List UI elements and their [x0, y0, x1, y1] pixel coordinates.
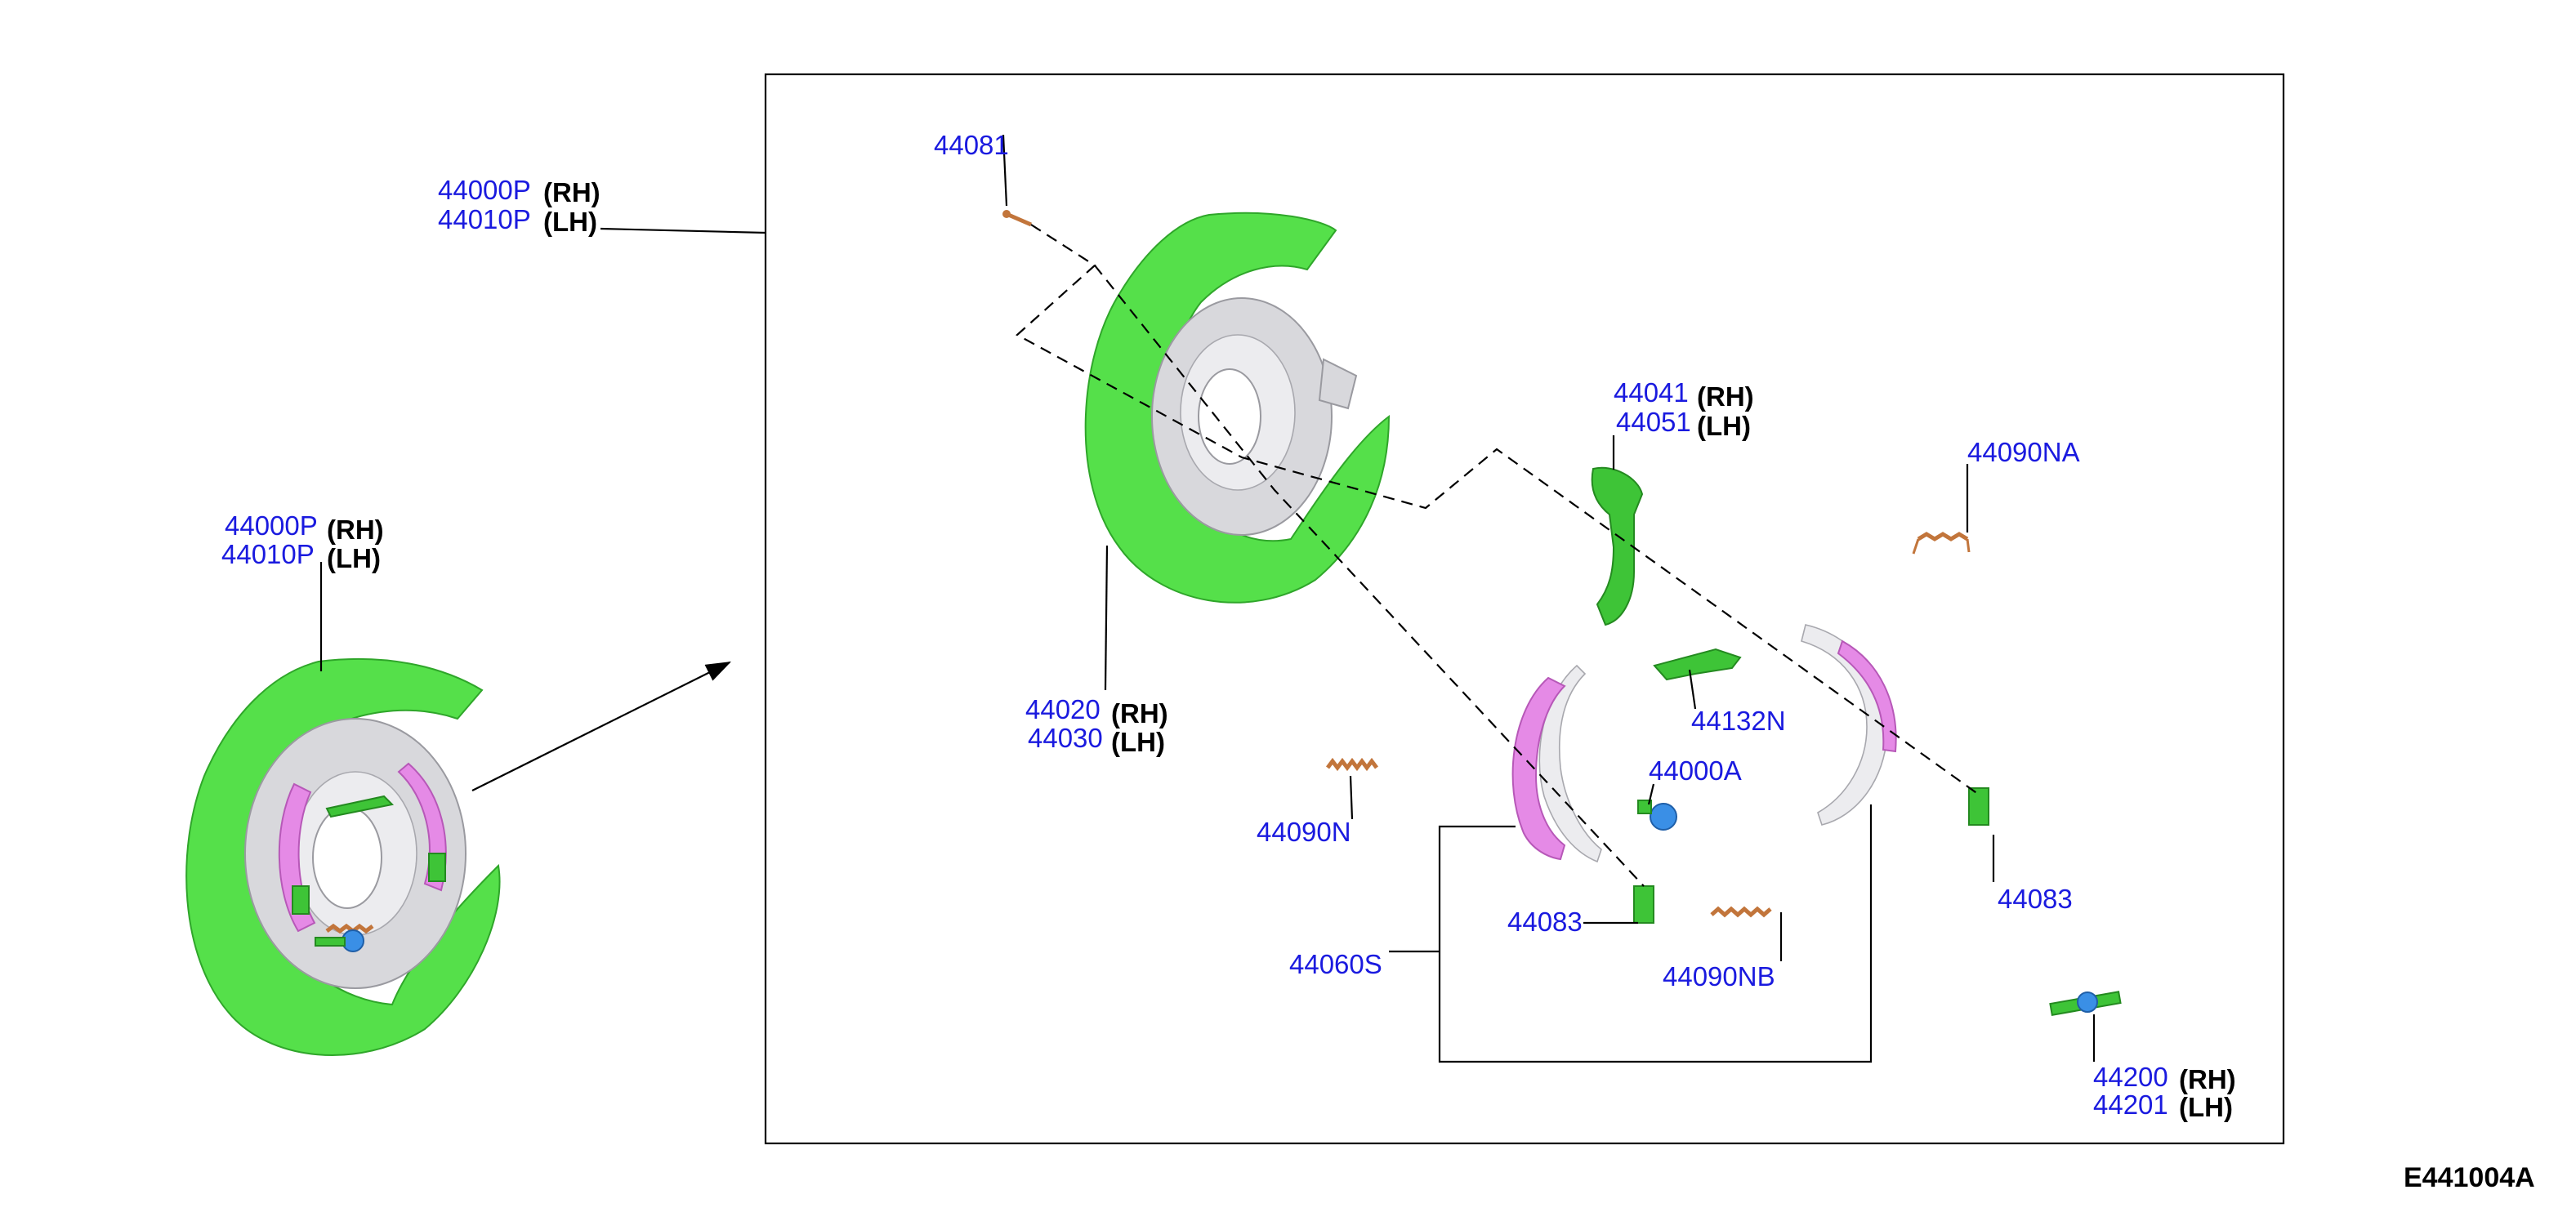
- tag-lever-rh: (RH): [1697, 381, 1754, 412]
- overview-tag-rh: (RH): [327, 515, 384, 545]
- label-clip-left: 44083: [1507, 907, 1583, 937]
- label-adjuster-rh: 44200: [2093, 1062, 2168, 1092]
- label-shield-rh: 44020: [1025, 694, 1100, 724]
- pin-illustration: [1002, 210, 1032, 227]
- label-strut: 44132N: [1691, 706, 1786, 736]
- label-shoe-set: 44060S: [1289, 949, 1382, 979]
- label-adjuster-nut: 44000A: [1649, 755, 1742, 786]
- label-clip-right: 44083: [1998, 884, 2073, 914]
- tag-adjuster-lh: (LH): [2179, 1092, 2233, 1122]
- clip-right-illustration: [1968, 787, 1989, 826]
- assembly-guide-lower: [1094, 265, 1645, 887]
- label-backplate-rh: 44000P: [438, 175, 531, 205]
- tag-shield-rh: (RH): [1111, 698, 1168, 729]
- leader-lines: [319, 134, 2096, 1063]
- strut-illustration: [1653, 648, 1742, 681]
- overview-tag-lh: (LH): [327, 543, 381, 573]
- tag-lever-lh: (LH): [1697, 411, 1751, 441]
- adjuster-nut-illustration: [1637, 800, 1677, 831]
- label-lever-rh: 44041: [1614, 377, 1689, 408]
- overview-part-lh: 44010P: [221, 539, 315, 569]
- brake-shoe-right-illustration: [1801, 624, 1897, 826]
- tag-backplate-rh: (RH): [543, 177, 600, 207]
- label-spring-a: 44090NA: [1967, 437, 2080, 467]
- clip-left-illustration: [1633, 885, 1654, 924]
- adjuster-illustration: [2049, 991, 2122, 1016]
- parking-lever-illustration: [1591, 466, 1644, 626]
- tag-shield-lh: (LH): [1111, 727, 1165, 757]
- label-shield-lh: 44030: [1028, 723, 1103, 753]
- label-backplate-lh: 44010P: [438, 204, 531, 234]
- spring-nb-illustration: [1710, 906, 1772, 918]
- view-arrow: [471, 662, 731, 791]
- label-spring-n: 44090N: [1257, 817, 1351, 847]
- label-lever-lh: 44051: [1616, 407, 1691, 437]
- figure-id: E441004A: [2404, 1162, 2535, 1193]
- spring-a-illustration: [1912, 532, 1971, 555]
- assembled-brake-illustration: [185, 657, 501, 1056]
- label-adjuster-lh: 44201: [2093, 1089, 2168, 1120]
- brake-shoe-left-illustration: [1511, 664, 1602, 863]
- overview-part-rh: 44000P: [225, 510, 318, 541]
- dust-shield-illustration: [1084, 212, 1391, 604]
- tag-backplate-lh: (LH): [543, 207, 597, 237]
- label-spring-nb: 44090NB: [1663, 961, 1775, 991]
- spring-n-illustration: [1326, 757, 1378, 772]
- exploded-view-frame: [764, 73, 2285, 1145]
- label-pin: 44081: [934, 130, 1009, 160]
- tag-adjuster-rh: (RH): [2179, 1064, 2236, 1094]
